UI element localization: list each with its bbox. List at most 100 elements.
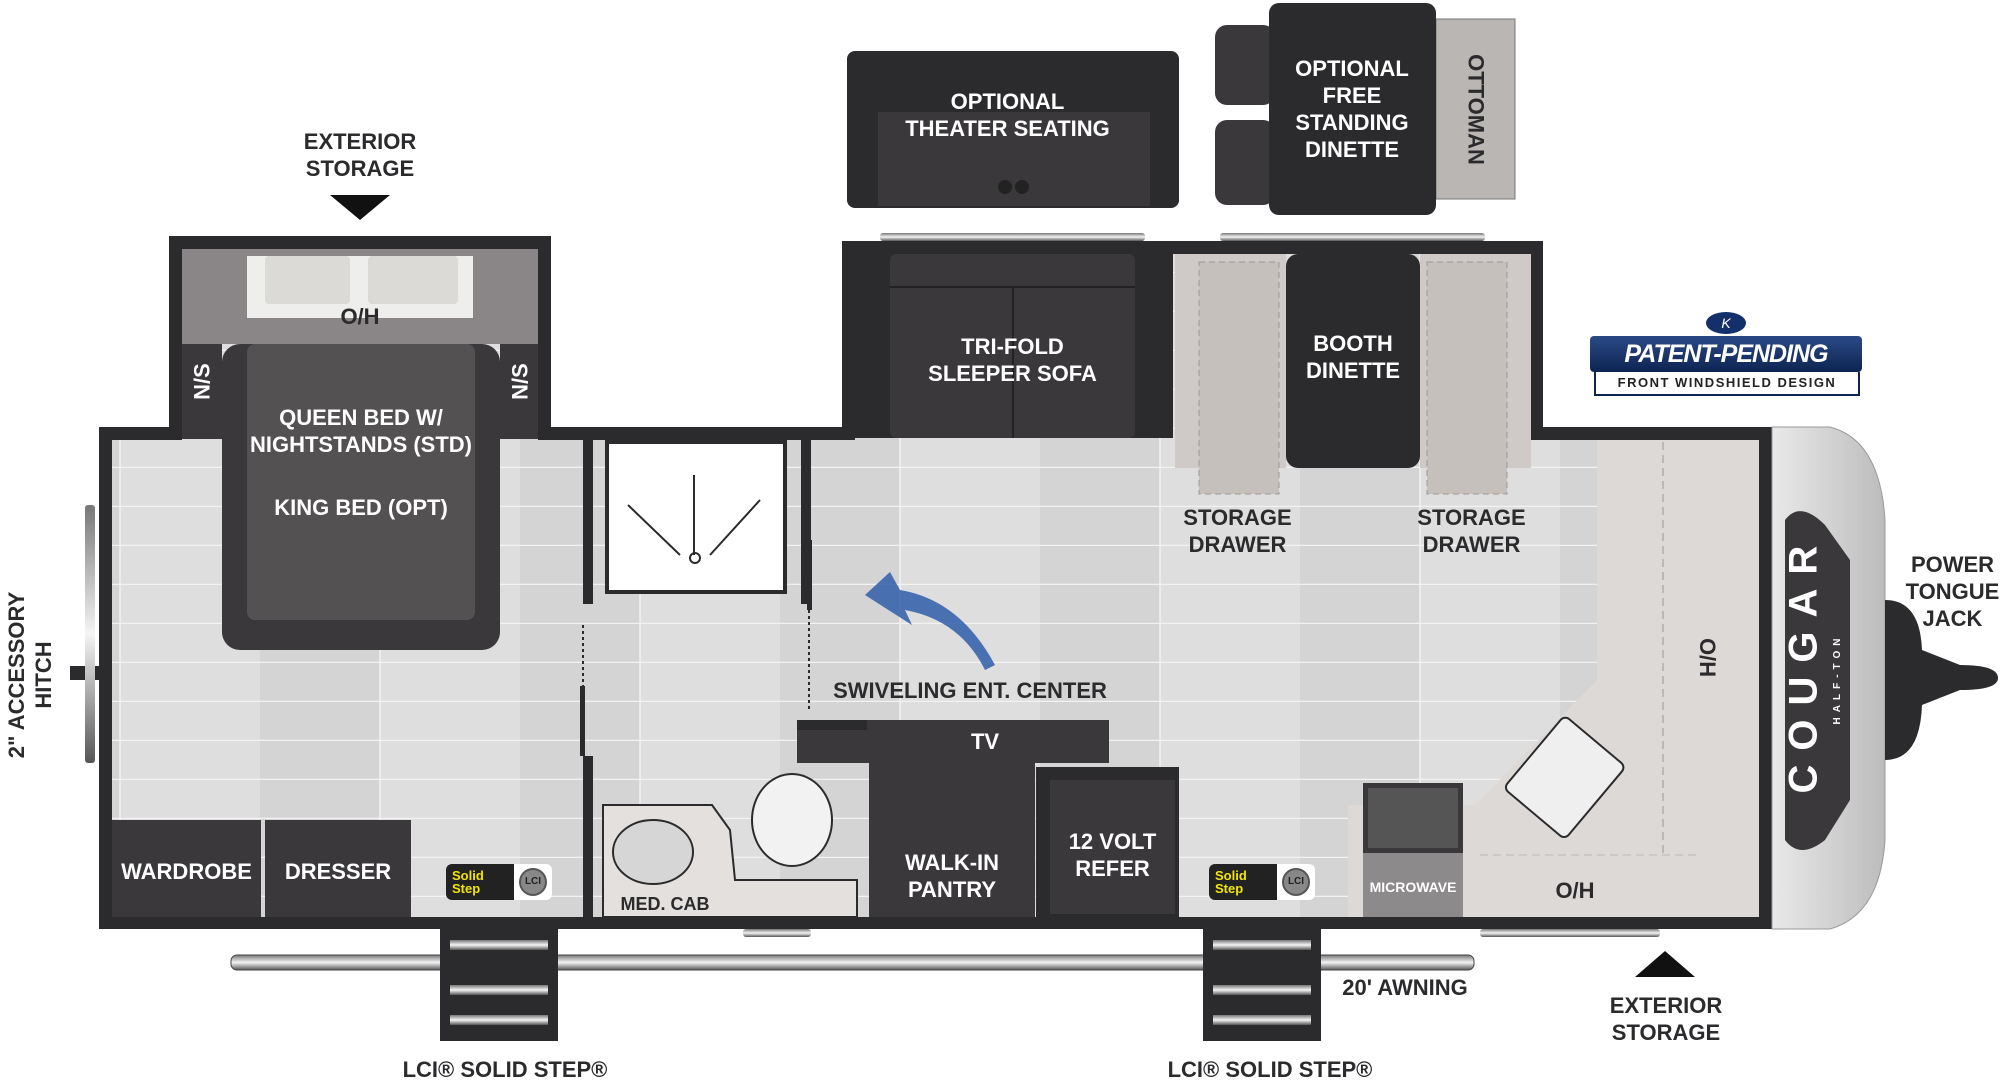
microwave [1363, 853, 1463, 917]
logo-text: Step [452, 881, 481, 896]
ottoman [1435, 18, 1516, 200]
entry-step [1203, 929, 1321, 1041]
kitchen-sink [1504, 716, 1625, 839]
label-line: EXTERIOR [1609, 993, 1723, 1018]
lci-solid-step-label: LCI® SOLID STEP® [1167, 1057, 1373, 1082]
exterior-storage-arrow-icon [1635, 951, 1695, 977]
microwave-label: MICROWAVE [1369, 879, 1457, 895]
bath-wall [583, 756, 593, 917]
label-line: STORAGE [1611, 1020, 1721, 1045]
logo-text: Step [1215, 881, 1244, 896]
brand-sub: HALF-TON [1832, 633, 1843, 725]
label-line: STORAGE [305, 156, 415, 181]
label-line: DRAWER [1422, 532, 1521, 557]
label-line: STANDING [1295, 110, 1409, 135]
brand-name: COUGAR [1781, 531, 1826, 794]
nightstand-label: N/S [507, 363, 533, 400]
pillow [368, 256, 458, 304]
label-line: STORAGE [1417, 505, 1526, 530]
wardrobe [112, 820, 261, 917]
patent-pending-badge: K PATENT-PENDING DESIGN FRONT WINDSHIELD… [1590, 312, 1862, 404]
label-line: EXTERIOR [303, 129, 417, 154]
label-line: FREE [1322, 83, 1382, 108]
ho-label: H/O [1695, 637, 1721, 678]
bath-wall [583, 429, 593, 604]
walk-in-pantry [869, 763, 1035, 917]
label-line: BOOTH [1313, 331, 1393, 356]
label-line: DRAWER [1188, 532, 1287, 557]
label-line: OPTIONAL [1295, 56, 1409, 81]
label-line: PANTRY [908, 877, 996, 902]
label-line: OPTIONAL [950, 89, 1065, 114]
toilet [751, 773, 833, 867]
booth-table [1286, 254, 1420, 468]
tv-label: TV [970, 729, 1000, 754]
king-bed-label: KING BED (OPT) [274, 495, 448, 520]
nightstand-label: N/S [189, 363, 215, 400]
logo-text: Solid [1215, 868, 1247, 883]
keystone-logo-icon: K [1706, 312, 1746, 334]
label-line: 12 VOLT [1068, 829, 1157, 854]
ottoman-label: OTTOMAN [1463, 54, 1489, 165]
label-line: DINETTE [1305, 358, 1401, 383]
label-line: SLEEPER SOFA [928, 361, 1097, 386]
window [1220, 233, 1485, 241]
swivel-arrow-icon [865, 572, 995, 670]
window [880, 233, 1145, 241]
label-line: 2" ACCESSORY [4, 591, 29, 759]
lci-solid-step-label: LCI® SOLID STEP® [402, 1057, 608, 1082]
free-standing-table [1269, 3, 1436, 215]
lci-logo-icon: LCI [519, 868, 547, 896]
bath-door [580, 686, 585, 756]
label-line: NIGHTSTANDS (STD) [249, 432, 473, 457]
label-line: STORAGE [1183, 505, 1292, 530]
wardrobe-label: WARDROBE [121, 859, 252, 884]
nightstand [500, 344, 538, 439]
queen-bed-label: QUEEN BED W/NIGHTSTANDS (STD) [236, 404, 486, 458]
label-line: THEATER SEATING [905, 116, 1110, 141]
label-line: TRI-FOLD [961, 334, 1064, 359]
entry-step [440, 929, 558, 1041]
shower [605, 440, 787, 594]
bath-wall [801, 429, 811, 604]
label-line: WALK-IN [904, 850, 1000, 875]
pillow [265, 256, 350, 304]
dresser [265, 820, 411, 917]
dinette-chair [1215, 25, 1275, 105]
label-line: DINETTE [1304, 137, 1400, 162]
sink [612, 819, 694, 885]
tongue-jack [1885, 600, 1998, 760]
exterior-storage-arrow-icon [330, 195, 390, 220]
med-cab-label: MED. CAB [620, 894, 710, 914]
window [1480, 929, 1660, 937]
label-line: HITCH [31, 641, 56, 709]
logo-text: Solid [452, 868, 484, 883]
kitchen-counter [1348, 440, 1759, 917]
swivel-ent-center-label: SWIVELING ENT. CENTER [833, 678, 1107, 703]
nightstand [182, 344, 222, 439]
label-line: POWER [1910, 552, 1995, 577]
label-line: REFER [1075, 856, 1150, 881]
bed-oh-label: O/H [340, 304, 380, 329]
dresser-label: DRESSER [284, 859, 392, 884]
awning-label: 20' AWNING [1342, 975, 1468, 1000]
badge-subtitle: FRONT WINDSHIELD DESIGN [1594, 372, 1860, 396]
window [743, 929, 811, 937]
kitchen-oh-label: O/H [1555, 878, 1595, 903]
dinette-chair [1215, 120, 1275, 205]
